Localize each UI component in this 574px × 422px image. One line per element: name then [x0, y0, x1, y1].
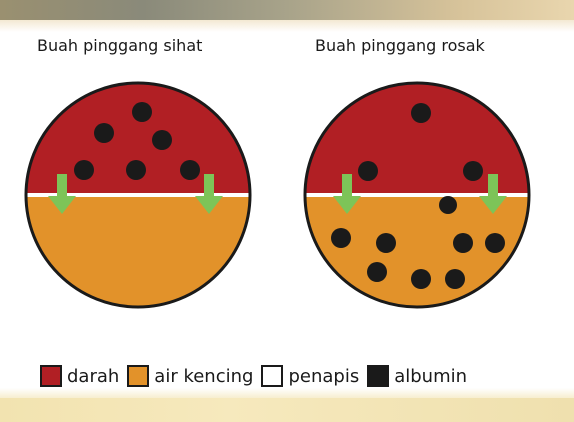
healthy-kidney-circle — [20, 80, 260, 315]
albumin-particle — [74, 160, 94, 180]
legend-item-albumin: albumin — [367, 365, 467, 387]
albumin-particle — [94, 123, 114, 143]
urine-region — [20, 195, 260, 315]
albumin-particle — [439, 196, 457, 214]
legend-label-urine: air kencing — [154, 366, 253, 387]
blood-swatch-icon — [40, 365, 62, 387]
albumin-particle — [445, 269, 465, 289]
legend-item-filter: penapis — [261, 365, 359, 387]
albumin-swatch-icon — [367, 365, 389, 387]
albumin-particle — [367, 262, 387, 282]
albumin-particle — [376, 233, 396, 253]
legend-label-blood: darah — [67, 366, 119, 387]
albumin-particle — [331, 228, 351, 248]
legend-item-blood: darah — [40, 365, 119, 387]
albumin-particle — [463, 161, 483, 181]
albumin-particle — [132, 102, 152, 122]
blood-region — [300, 80, 540, 195]
damaged-kidney-circle — [300, 80, 540, 315]
urine-region — [300, 195, 540, 315]
urine-swatch-icon — [127, 365, 149, 387]
albumin-particle — [358, 161, 378, 181]
filter-swatch-icon — [261, 365, 283, 387]
albumin-particle — [485, 233, 505, 253]
legend-label-filter: penapis — [288, 366, 359, 387]
albumin-particle — [411, 103, 431, 123]
albumin-particle — [453, 233, 473, 253]
albumin-particle — [180, 160, 200, 180]
albumin-particle — [126, 160, 146, 180]
albumin-particle — [152, 130, 172, 150]
legend: darah air kencing penapis albumin — [40, 363, 475, 389]
legend-label-albumin: albumin — [394, 366, 467, 387]
legend-item-urine: air kencing — [127, 365, 253, 387]
albumin-particle — [411, 269, 431, 289]
